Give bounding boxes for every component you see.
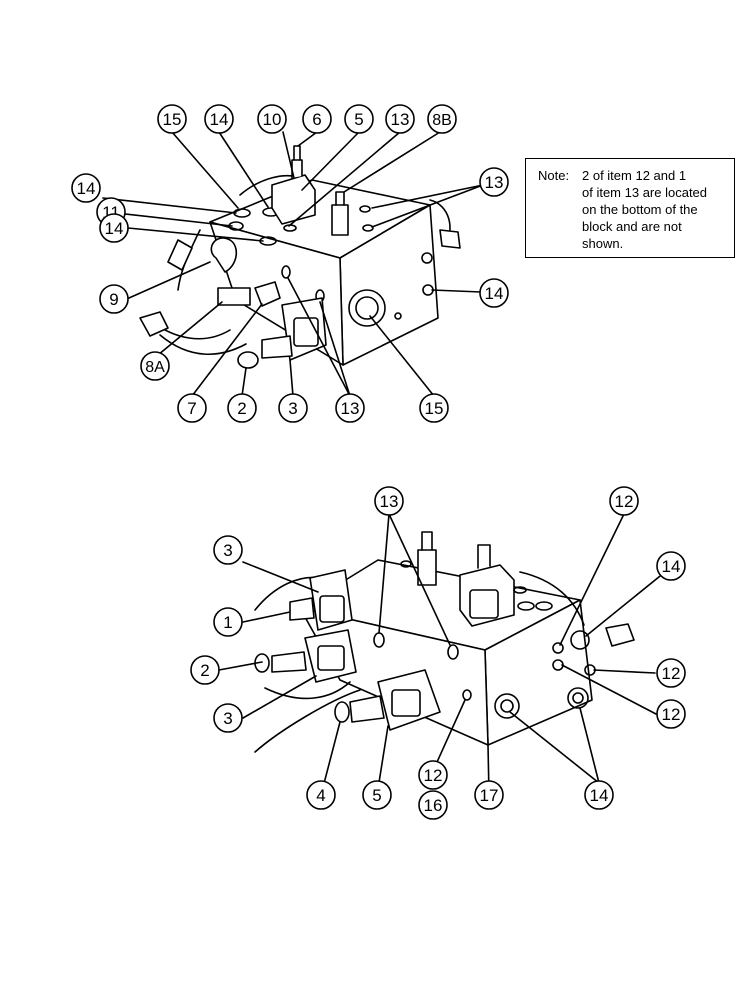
callout-13-bottom: 13 xyxy=(374,486,404,516)
svg-text:14: 14 xyxy=(662,557,681,576)
callout-13-top-a: 13 xyxy=(385,104,415,134)
svg-text:3: 3 xyxy=(288,399,297,418)
callout-8a-top: 8A xyxy=(140,351,170,381)
note-prefix: Note: xyxy=(538,168,570,183)
callout-3-bottom-a: 3 xyxy=(213,535,243,565)
bottom-leader-lines xyxy=(218,513,671,796)
note-line: of item 13 are located xyxy=(582,185,708,200)
svg-text:8B: 8B xyxy=(432,112,452,129)
callout-1-bottom: 1 xyxy=(213,607,243,637)
callout-17-bottom: 17 xyxy=(474,780,504,810)
svg-text:4: 4 xyxy=(316,786,325,805)
svg-text:5: 5 xyxy=(354,110,363,129)
callout-13-top-c: 13 xyxy=(335,393,365,423)
top-valve-block xyxy=(139,145,461,369)
svg-text:13: 13 xyxy=(380,492,399,511)
top-callouts: 15 14 10 6 5 13 8B 14 11 13 14 9 8A 7 2 … xyxy=(71,104,509,423)
callout-2-bottom: 2 xyxy=(190,655,220,685)
svg-text:16: 16 xyxy=(424,796,443,815)
callout-5-top: 5 xyxy=(344,104,374,134)
svg-text:14: 14 xyxy=(210,110,229,129)
svg-text:14: 14 xyxy=(105,219,124,238)
callout-14-bottom-b: 14 xyxy=(584,780,614,810)
callout-15-top-b: 15 xyxy=(419,393,449,423)
svg-text:14: 14 xyxy=(485,284,504,303)
svg-text:17: 17 xyxy=(480,786,499,805)
callout-12-bottom-d: 12 xyxy=(418,760,448,790)
note-line: shown. xyxy=(582,236,624,251)
svg-text:7: 7 xyxy=(187,399,196,418)
callout-4-bottom: 4 xyxy=(306,780,336,810)
callout-12-bottom-b: 12 xyxy=(656,658,686,688)
svg-text:12: 12 xyxy=(662,664,681,683)
svg-text:12: 12 xyxy=(615,492,634,511)
svg-text:10: 10 xyxy=(263,110,282,129)
svg-text:6: 6 xyxy=(312,110,321,129)
svg-text:13: 13 xyxy=(391,110,410,129)
callout-12-bottom-a: 12 xyxy=(609,486,639,516)
svg-text:13: 13 xyxy=(485,173,504,192)
svg-text:5: 5 xyxy=(372,786,381,805)
svg-text:3: 3 xyxy=(223,709,232,728)
callout-14-top-d: 14 xyxy=(479,278,509,308)
svg-text:14: 14 xyxy=(590,786,609,805)
note-line: 2 of item 12 and 1 xyxy=(582,168,687,183)
callout-10-top: 10 xyxy=(257,104,287,134)
svg-text:13: 13 xyxy=(341,399,360,418)
callout-3-top: 3 xyxy=(278,393,308,423)
callout-13-top-b: 13 xyxy=(479,167,509,197)
callout-8b-top: 8B xyxy=(427,104,457,134)
bottom-callouts: 13 12 3 14 1 2 12 3 12 4 5 12 16 17 14 xyxy=(190,486,686,820)
svg-text:12: 12 xyxy=(424,766,443,785)
svg-text:2: 2 xyxy=(200,661,209,680)
svg-text:9: 9 xyxy=(109,290,118,309)
callout-9-top: 9 xyxy=(99,284,129,314)
svg-text:15: 15 xyxy=(425,399,444,418)
callout-14-top-a: 14 xyxy=(204,104,234,134)
note-line: on the bottom of the xyxy=(582,202,698,217)
callout-16-bottom: 16 xyxy=(418,790,448,820)
callout-2-top: 2 xyxy=(227,393,257,423)
svg-text:12: 12 xyxy=(662,705,681,724)
note-line: block and are not xyxy=(582,219,682,234)
svg-text:8A: 8A xyxy=(145,359,165,376)
svg-text:3: 3 xyxy=(223,541,232,560)
callout-12-bottom-c: 12 xyxy=(656,699,686,729)
callout-14-bottom-a: 14 xyxy=(656,551,686,581)
top-leader-lines xyxy=(102,131,484,397)
bottom-valve-block xyxy=(254,531,635,753)
svg-text:14: 14 xyxy=(77,179,96,198)
callout-7-top: 7 xyxy=(177,393,207,423)
callout-15-top-a: 15 xyxy=(157,104,187,134)
callout-6-top: 6 xyxy=(302,104,332,134)
svg-text:2: 2 xyxy=(237,399,246,418)
svg-text:1: 1 xyxy=(223,613,232,632)
callout-14-top-c: 14 xyxy=(99,213,129,243)
note-box: Note: 2 of item 12 and 1 of item 13 are … xyxy=(525,158,735,258)
svg-text:15: 15 xyxy=(163,110,182,129)
callout-3-bottom-b: 3 xyxy=(213,703,243,733)
callout-14-top-b: 14 xyxy=(71,173,101,203)
callout-5-bottom: 5 xyxy=(362,780,392,810)
